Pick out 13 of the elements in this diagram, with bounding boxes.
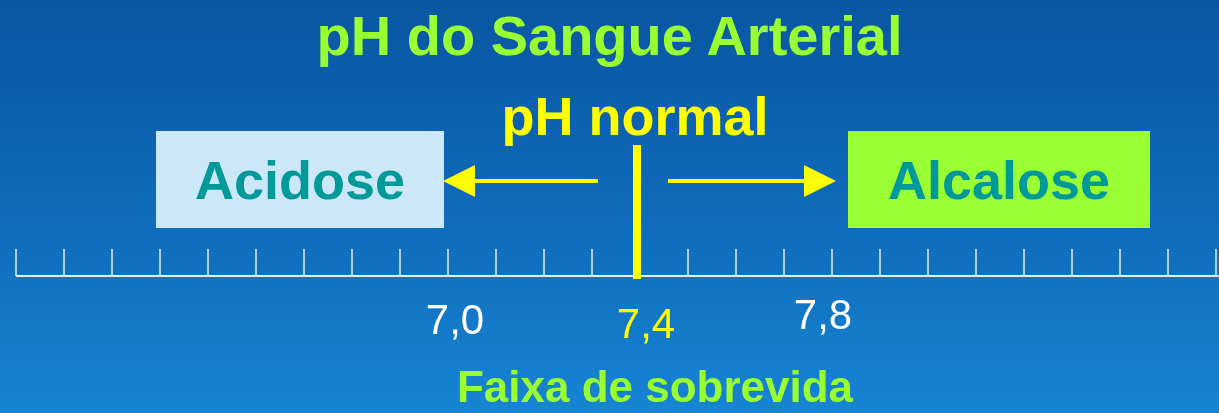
- box-label: Acidose: [194, 149, 406, 210]
- scale-value: 7,4: [616, 300, 676, 347]
- scale-value: 7,0: [425, 296, 485, 343]
- marker-bar: [633, 145, 641, 279]
- scale-value: 7,8: [793, 291, 853, 338]
- box-label: Alcalose: [887, 149, 1111, 210]
- arrow: [668, 165, 836, 197]
- arrow: [443, 165, 598, 197]
- range-caption: Faixa de sobrevida: [456, 362, 854, 411]
- state-box: [848, 131, 1150, 228]
- title: pH do Sangue Arterial: [315, 4, 904, 68]
- state-box: [156, 131, 444, 228]
- node-caption: pH normal: [500, 86, 770, 146]
